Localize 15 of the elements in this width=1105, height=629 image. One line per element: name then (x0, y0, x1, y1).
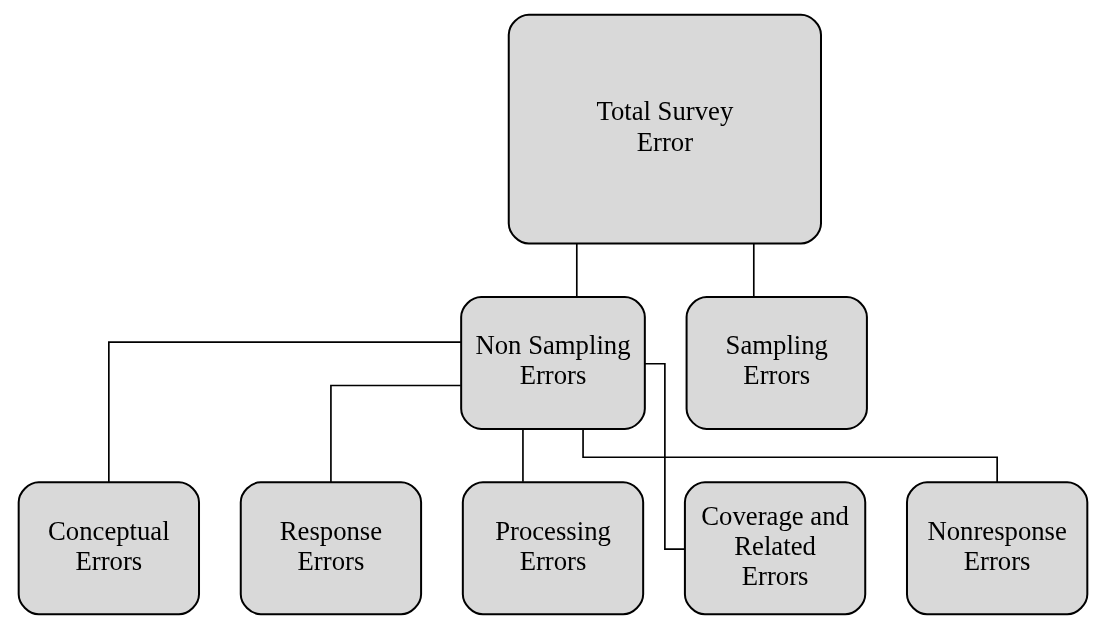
connector (581, 428, 998, 483)
connector (752, 243, 755, 298)
connector (107, 341, 462, 483)
node-box: Processing Errors (461, 481, 644, 616)
node-box: Sampling Errors (685, 295, 868, 430)
node-box: Conceptual Errors (17, 481, 200, 616)
node-box: Non Sampling Errors (459, 295, 646, 430)
node-box: Total Survey Error (507, 13, 822, 245)
connector (643, 362, 685, 550)
node-box: Coverage and Related Errors (683, 481, 866, 616)
connector (575, 243, 578, 298)
node-box: Response Errors (239, 481, 422, 616)
connector (329, 384, 462, 483)
node-box: Nonresponse Errors (905, 481, 1088, 616)
connector (521, 428, 524, 483)
